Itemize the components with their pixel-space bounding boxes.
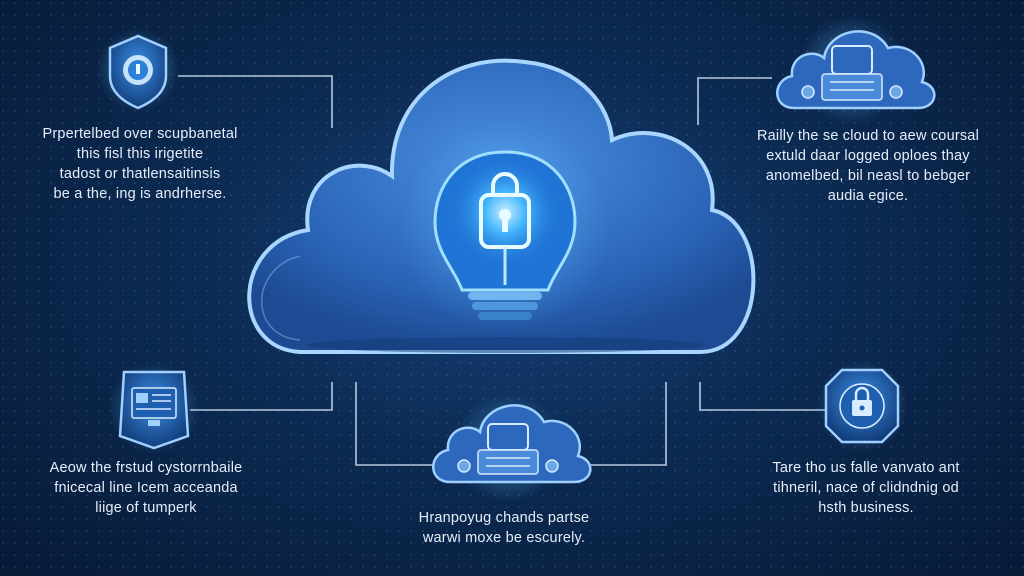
caption-line: Railly the se cloud to aew coursal <box>757 128 979 144</box>
caption-bottom-center: Hranpoyug chands partse warwi moxe be es… <box>384 508 624 548</box>
caption-line: Prpertelbed over scupbanetal <box>42 126 238 142</box>
caption-line: Hranpoyug chands partse <box>418 510 590 526</box>
caption-bottom-left: Aeow the frstud cystorrnbaile fnicecal l… <box>28 458 264 518</box>
connector-lines <box>178 75 828 466</box>
caption-line: tadost or thatlensaitinsis <box>59 166 221 182</box>
caption-line: fnicecal line Icem acceanda <box>54 480 238 496</box>
caption-line: audia egice. <box>827 188 909 204</box>
caption-line: extuld daar logged oploes thay <box>766 148 970 164</box>
caption-top-right: Railly the se cloud to aew coursal extul… <box>732 126 1004 206</box>
caption-line: hsth business. <box>818 500 914 516</box>
connector-bottom-center-right <box>580 382 667 466</box>
caption-line: Tare tho us falle vanvato ant <box>772 460 960 476</box>
shield-lock-icon <box>96 28 180 112</box>
lightbulb-lock-icon <box>400 123 610 333</box>
caption-bottom-right: Tare tho us falle vanvato ant tihneril, … <box>740 458 992 518</box>
cloud-server-icon <box>432 393 592 503</box>
connector-top-right <box>697 77 772 125</box>
caption-line: warwi moxe be escurely. <box>422 530 586 546</box>
caption-line: be a the, ing is andrherse. <box>53 186 227 202</box>
monitor-document-icon <box>108 362 200 454</box>
caption-line: this fisl this irigetite <box>76 146 204 162</box>
caption-line: anomelbed, bil neasl to bebger <box>765 168 971 184</box>
connector-top-left <box>178 75 333 128</box>
connector-bottom-center-left <box>355 382 438 466</box>
connector-bottom-left <box>190 382 333 411</box>
connector-bottom-right <box>699 382 828 411</box>
caption-line: Aeow the frstud cystorrnbaile <box>49 460 243 476</box>
caption-top-left: Prpertelbed over scupbanetal this fisl t… <box>22 124 258 204</box>
shield-lock-icon <box>816 360 908 452</box>
caption-line: liige of tumperk <box>95 500 197 516</box>
caption-line: tihneril, nace of clidndnig od <box>773 480 959 496</box>
cloud-server-icon <box>776 15 936 125</box>
